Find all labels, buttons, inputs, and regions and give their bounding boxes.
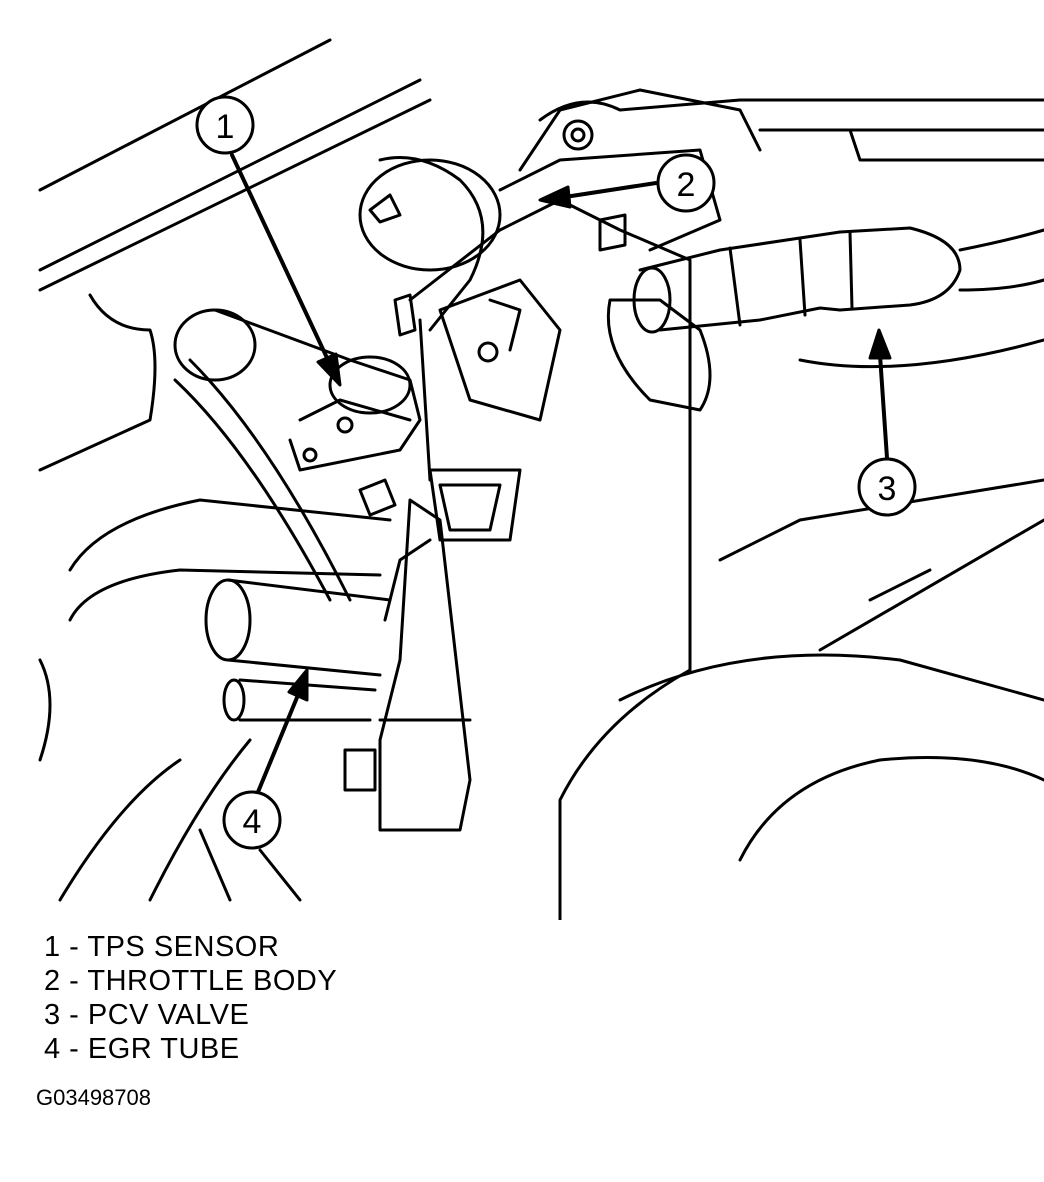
manifold-lines [558,478,1044,920]
pcv-valve [632,98,1044,369]
legend-item: 2 - THROTTLE BODY [44,965,338,997]
callout-number: 1 [216,108,235,146]
background-lines [38,38,432,902]
callout-2: 2 [538,153,716,213]
arrowhead-icon [287,668,309,702]
callout-4: 4 [222,668,309,850]
legend-item: 3 - PCV VALVE [44,999,250,1031]
callout-1: 1 [195,95,342,387]
arrowhead-icon [538,185,572,209]
arrowhead-icon [868,328,892,360]
arrowhead-icon [316,352,342,387]
callout-number: 2 [677,166,696,204]
figure-id: G03498708 [36,1085,151,1110]
legend-item: 1 - TPS SENSOR [44,931,280,963]
engine-diagram: 1 2 3 4 [38,38,1044,920]
legend: 1 - TPS SENSOR 2 - THROTTLE BODY 3 - PCV… [44,930,337,1066]
callout-number: 3 [878,470,897,508]
callout-3: 3 [857,328,917,517]
callout-number: 4 [243,803,262,841]
tps-sensor [173,308,422,517]
legend-item: 4 - EGR TUBE [44,1033,240,1065]
egr-tube [68,358,392,722]
